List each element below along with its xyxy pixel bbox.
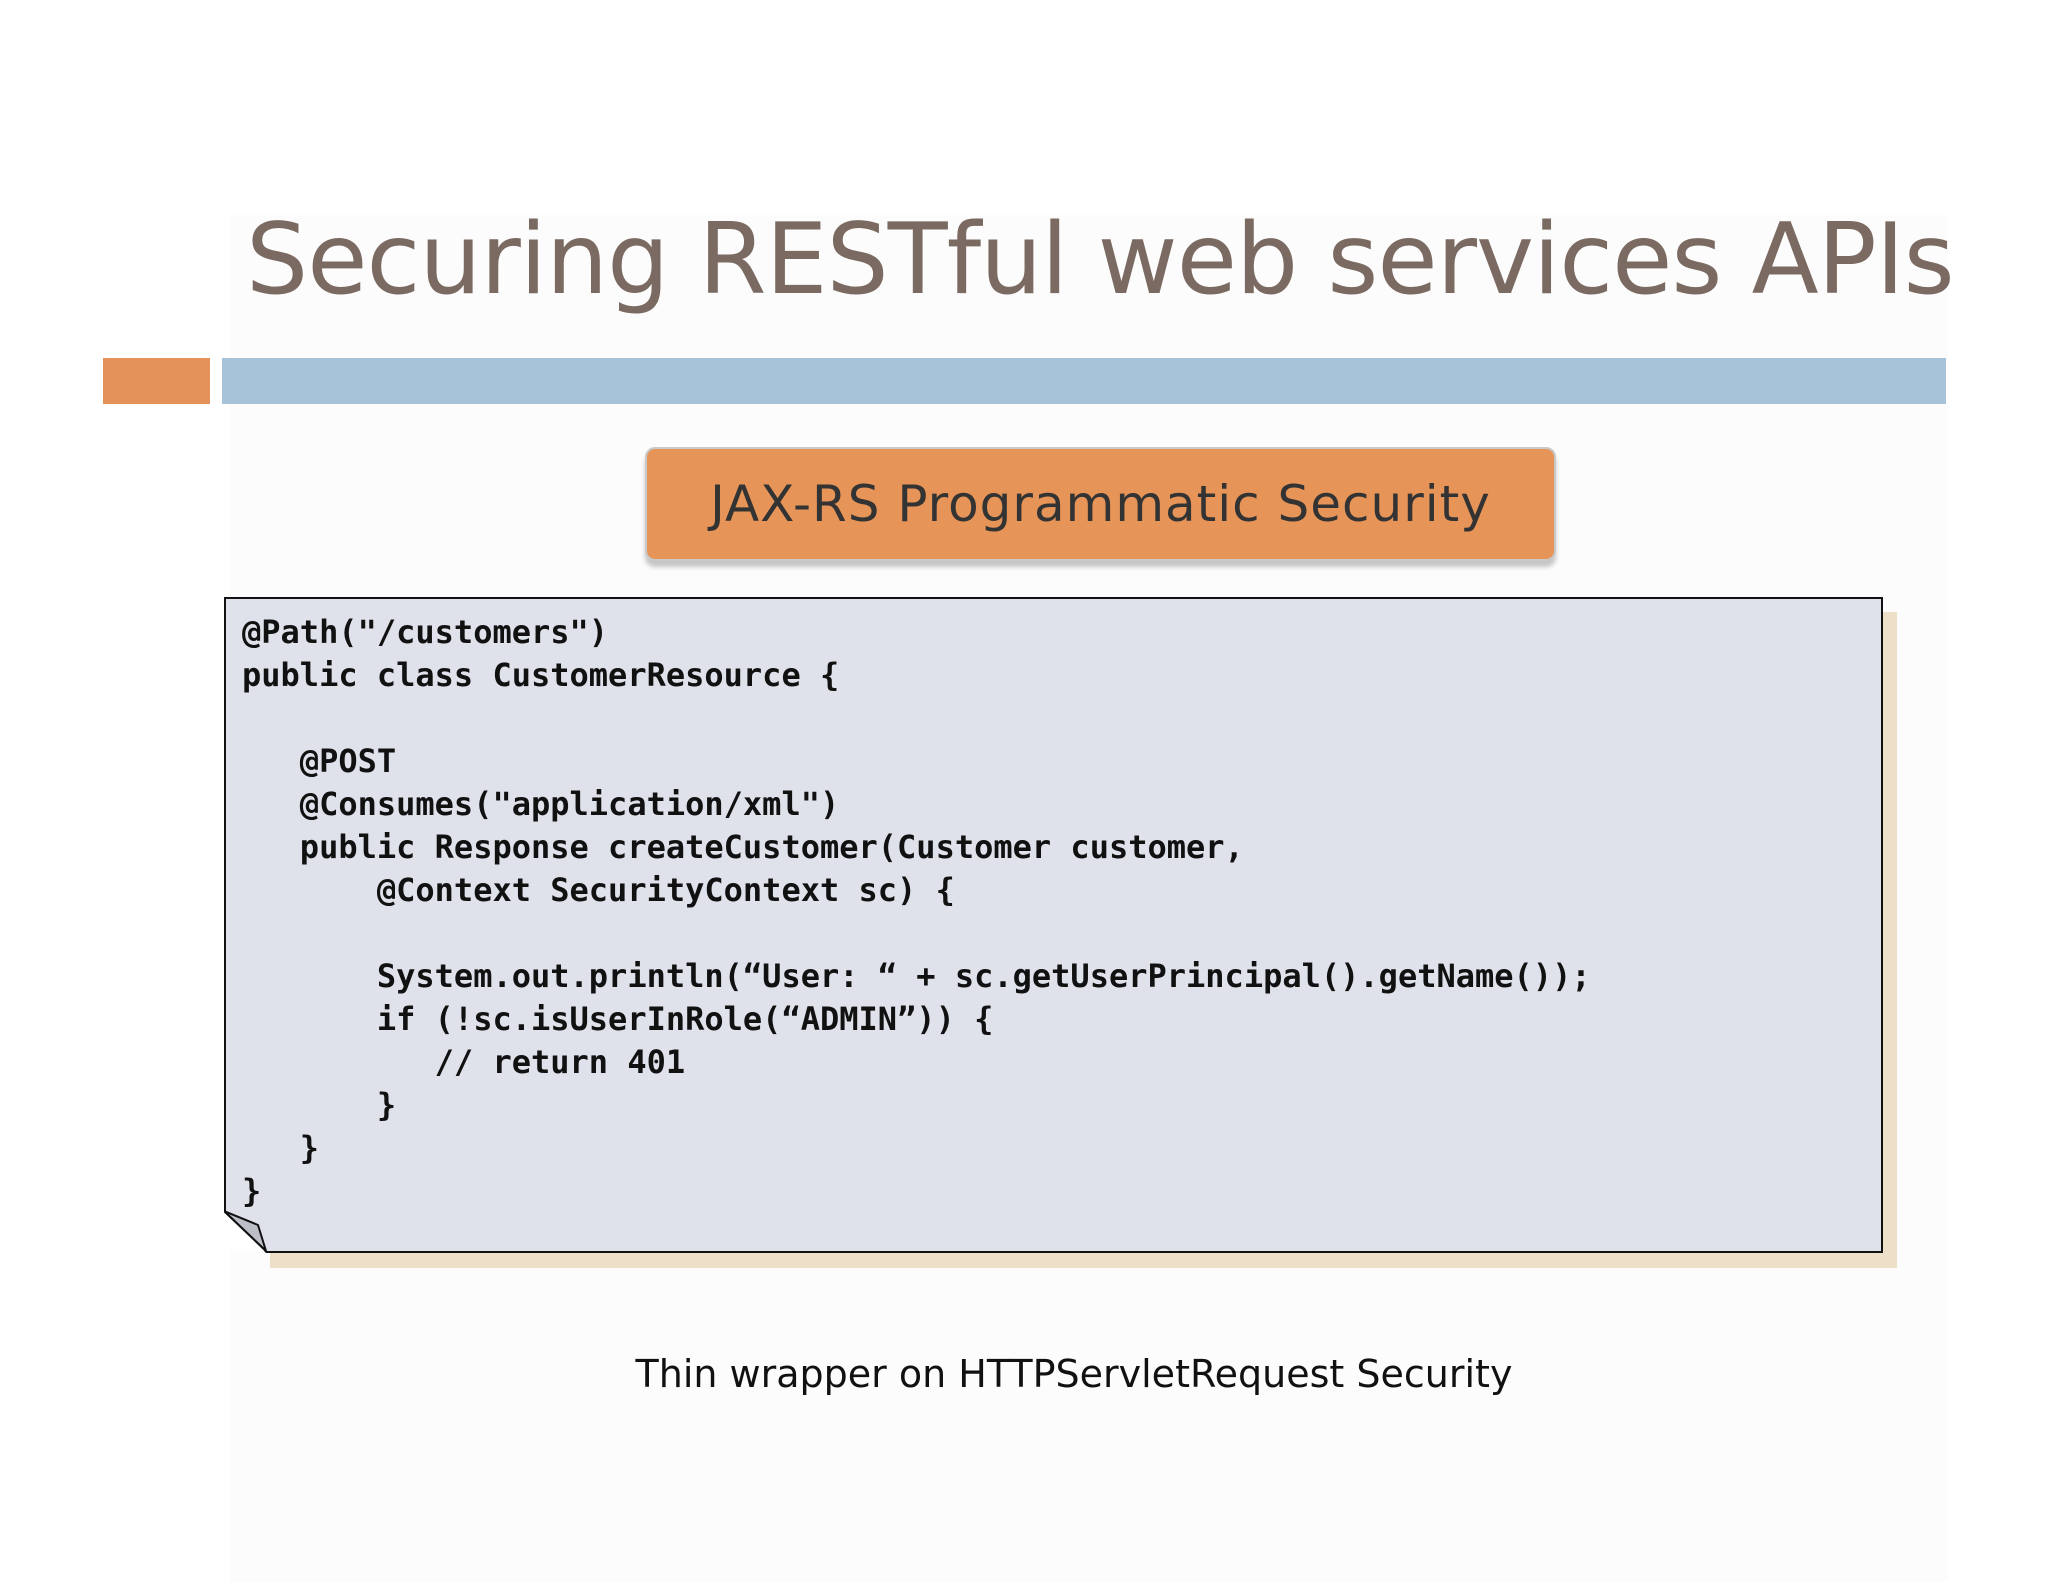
code-line: @Consumes("application/xml")	[242, 785, 840, 823]
code-line: }	[242, 1129, 320, 1167]
slide-title: Securing RESTful web services APIs	[246, 203, 1955, 317]
code-line: @POST	[242, 742, 397, 780]
code-line: }	[242, 1086, 397, 1124]
slide-caption: Thin wrapper on HTTPServletRequest Secur…	[635, 1352, 1513, 1396]
code-line: public class CustomerResource {	[242, 656, 840, 694]
code-line: // return 401	[242, 1043, 686, 1081]
section-label: JAX-RS Programmatic Security	[710, 475, 1491, 533]
section-label-box: JAX-RS Programmatic Security	[645, 447, 1556, 561]
code-card	[224, 597, 1883, 1253]
code-line: if (!sc.isUserInRole(“ADMIN”)) {	[242, 1000, 994, 1038]
code-block: @Path("/customers") public class Custome…	[242, 611, 1591, 1213]
code-line: @Context SecurityContext sc) {	[242, 871, 955, 909]
code-line	[242, 912, 1591, 955]
folded-corner-icon	[224, 1210, 267, 1252]
code-line: @Path("/customers")	[242, 613, 609, 651]
title-accent-bar-orange	[103, 358, 210, 404]
code-line: public Response createCustomer(Customer …	[242, 828, 1244, 866]
code-line: }	[242, 1172, 262, 1210]
title-accent-bar-blue	[222, 358, 1946, 404]
code-line: System.out.println(“User: “ + sc.getUser…	[242, 957, 1591, 995]
code-line	[242, 697, 1591, 740]
